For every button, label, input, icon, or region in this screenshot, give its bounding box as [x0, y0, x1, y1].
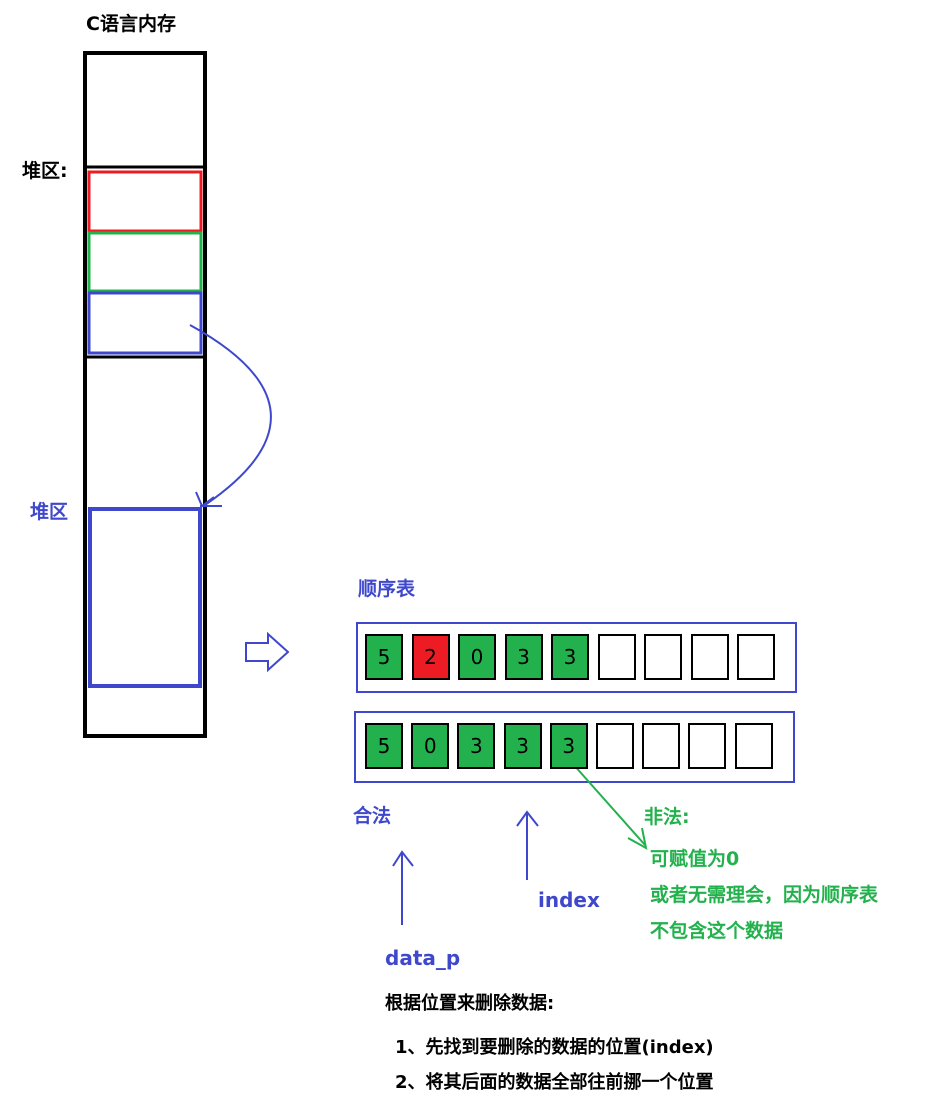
- seq-cell-empty: [737, 634, 775, 680]
- illegal-note-2: 或者无需理会，因为顺序表: [650, 884, 879, 906]
- memory-title: C语言内存: [86, 13, 176, 35]
- pointer-curve: [189, 324, 272, 506]
- seq-cell: 5: [365, 723, 403, 769]
- seq-cell-empty: [642, 723, 681, 769]
- seq-cell-empty: [688, 723, 727, 769]
- illegal-note-3: 不包含这个数据: [650, 920, 784, 942]
- step-1: 1、先找到要删除的数据的位置(index): [395, 1037, 714, 1058]
- seq-table-box-1: [356, 622, 797, 693]
- seq-cell-empty: [734, 723, 773, 769]
- seq-cell: 2: [411, 634, 450, 680]
- seq-cell: 5: [365, 634, 403, 680]
- seq-table-box-2: [354, 711, 795, 783]
- heap-block-blue: [87, 291, 203, 355]
- heap-label-top: 堆区:: [22, 160, 68, 182]
- seq-cell: 3: [549, 723, 588, 769]
- heap-region: [88, 507, 202, 688]
- seq-cell: 3: [551, 634, 589, 680]
- illegal-arrowhead: [627, 827, 648, 850]
- seq-table-title: 顺序表: [358, 578, 416, 600]
- illegal-label: 非法:: [644, 806, 690, 828]
- step-2: 2、将其后面的数据全部往前挪一个位置: [395, 1072, 714, 1093]
- heap-block-green: [87, 231, 203, 293]
- seq-cell: 3: [503, 723, 542, 769]
- illegal-note-1: 可赋值为0: [650, 848, 740, 870]
- index-arrowhead: [516, 810, 539, 827]
- seq-cell-empty: [597, 634, 636, 680]
- seq-cell: 3: [457, 723, 496, 769]
- legal-label: 合法: [353, 805, 392, 827]
- data-p-label: data_p: [385, 946, 461, 970]
- data-p-arrowhead: [392, 850, 414, 867]
- transform-arrow: [245, 631, 290, 673]
- seq-cell: 0: [458, 634, 496, 680]
- steps-heading: 根据位置来删除数据:: [385, 993, 555, 1014]
- seq-cell-empty: [690, 634, 729, 680]
- heap-block-red: [87, 170, 203, 233]
- heap-label-bottom: 堆区: [30, 501, 69, 523]
- seq-cell: 3: [504, 634, 543, 680]
- seq-cell-empty: [596, 723, 634, 769]
- seq-cell-empty: [644, 634, 682, 680]
- seq-cell: 0: [411, 723, 450, 769]
- illegal-arrow-line: [572, 763, 646, 846]
- index-label: index: [538, 888, 600, 912]
- memory-column: [83, 51, 207, 738]
